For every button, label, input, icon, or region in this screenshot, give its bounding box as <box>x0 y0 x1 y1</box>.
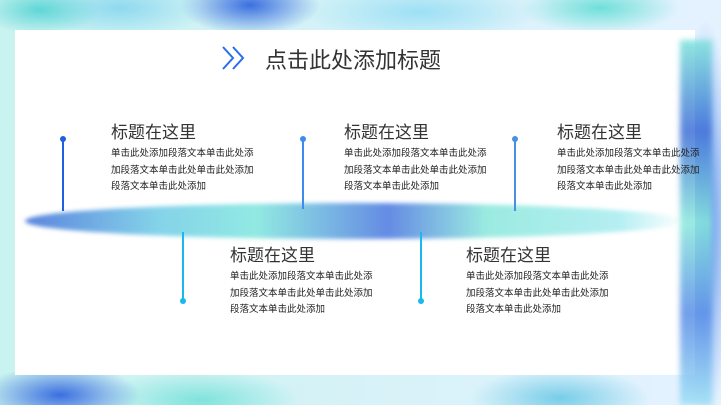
item-heading[interactable]: 标题在这里 <box>557 123 642 143</box>
timeline-item: 标题在这里 单击此处添加段落文本单击此处添加段落文本单击此处单击此处添加段落文本… <box>557 122 702 196</box>
timeline-connector <box>514 139 516 211</box>
item-heading[interactable]: 标题在这里 <box>230 246 315 266</box>
item-heading[interactable]: 标题在这里 <box>111 123 196 143</box>
timeline-connector <box>420 232 422 302</box>
timeline-dot <box>418 298 424 304</box>
item-body[interactable]: 单击此处添加段落文本单击此处添加段落文本单击此处单击此处添加段落文本单击此处添加 <box>466 271 609 315</box>
item-heading[interactable]: 标题在这里 <box>344 123 429 143</box>
slide-title[interactable]: 点击此处添加标题 <box>265 49 442 74</box>
item-body[interactable]: 单击此处添加段落文本单击此处添加段落文本单击此处单击此处添加段落文本单击此处添加 <box>344 148 487 192</box>
item-body[interactable]: 单击此处添加段落文本单击此处添加段落文本单击此处单击此处添加段落文本单击此处添加 <box>557 148 700 192</box>
item-body[interactable]: 单击此处添加段落文本单击此处添加段落文本单击此处单击此处添加段落文本单击此处添加 <box>230 271 373 315</box>
timeline-dot <box>180 298 186 304</box>
timeline-item: 标题在这里 单击此处添加段落文本单击此处添加段落文本单击此处单击此处添加段落文本… <box>344 122 489 196</box>
timeline-connector <box>302 139 304 209</box>
timeline-connector <box>182 232 184 302</box>
timeline-brush-stroke <box>25 203 685 239</box>
item-heading[interactable]: 标题在这里 <box>466 246 551 266</box>
timeline-item: 标题在这里 单击此处添加段落文本单击此处添加段落文本单击此处单击此处添加段落文本… <box>466 245 611 319</box>
timeline-connector <box>62 139 64 211</box>
side-brush-stroke <box>680 40 712 405</box>
timeline-item: 标题在这里 单击此处添加段落文本单击此处添加段落文本单击此处单击此处添加段落文本… <box>111 122 256 196</box>
timeline-item: 标题在这里 单击此处添加段落文本单击此处添加段落文本单击此处单击此处添加段落文本… <box>230 245 375 319</box>
item-body[interactable]: 单击此处添加段落文本单击此处添加段落文本单击此处单击此处添加段落文本单击此处添加 <box>111 148 254 192</box>
content-panel <box>15 30 695 375</box>
double-chevron-icon <box>222 46 245 70</box>
